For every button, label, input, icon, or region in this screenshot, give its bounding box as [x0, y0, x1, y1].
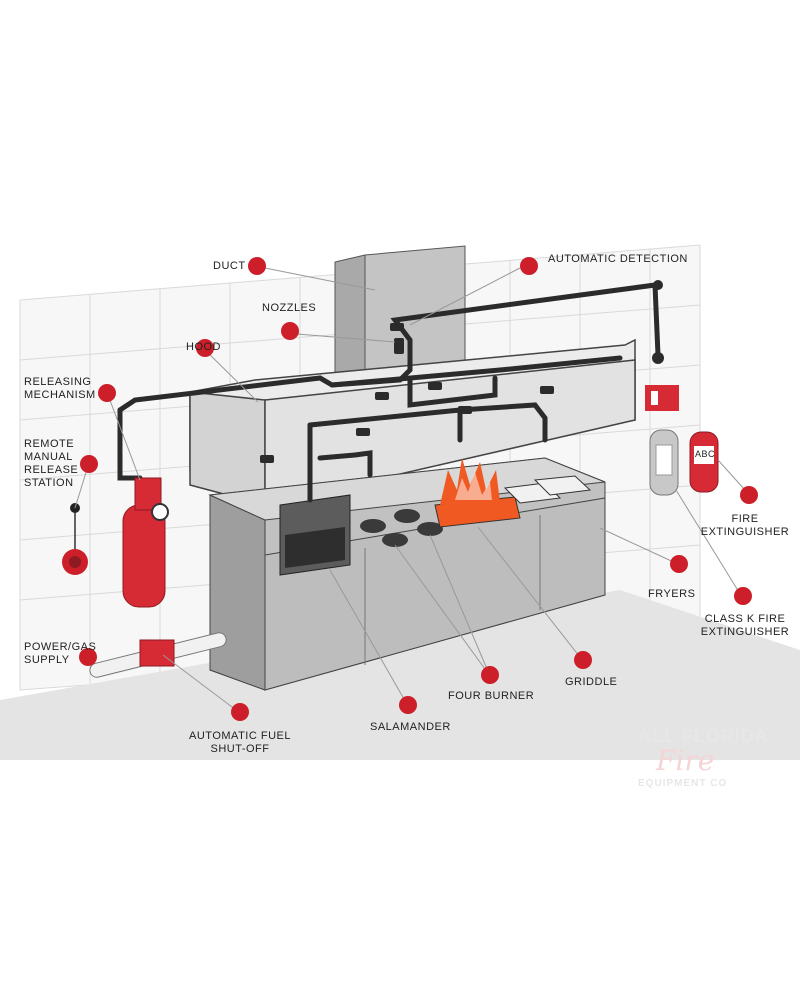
label-class-k-extinguisher: CLASS K FIRE EXTINGUISHER: [700, 613, 790, 638]
label-releasing-mechanism: RELEASING MECHANISM: [24, 376, 96, 401]
duct-marker: [248, 257, 266, 275]
fryers-marker: [670, 555, 688, 573]
label-hood: HOOD: [186, 341, 221, 353]
logo-line-3: EQUIPMENT CO: [638, 778, 728, 789]
label-automatic-detection: AUTOMATIC DETECTION: [548, 253, 688, 265]
label-automatic-fuel-shutoff: AUTOMATIC FUEL SHUT-OFF: [189, 730, 291, 755]
label-fire-extinguisher: FIRE EXTINGUISHER: [700, 513, 790, 538]
label-four-burner: FOUR BURNER: [448, 690, 535, 702]
class-k-marker: [734, 587, 752, 605]
class-k-extinguisher-shape: [649, 429, 679, 496]
label-salamander: SALAMANDER: [370, 721, 451, 733]
abc-extinguisher-shape: [689, 431, 719, 493]
automatic-detection-marker: [520, 257, 538, 275]
remote-pull-station: [62, 503, 88, 575]
label-griddle: GRIDDLE: [565, 676, 618, 688]
label-remote-manual-release: REMOTE MANUAL RELEASE STATION: [24, 438, 79, 489]
remote-release-marker: [80, 455, 98, 473]
suppression-tank: [122, 477, 169, 608]
label-power-gas-supply: POWER/GAS SUPPLY: [24, 641, 97, 666]
nozzles-marker: [281, 322, 299, 340]
hood-marker: [196, 339, 214, 357]
salamander-marker: [399, 696, 417, 714]
fire-extinguisher-marker: [740, 486, 758, 504]
label-fryers: FRYERS: [648, 588, 696, 600]
power-gas-marker: [79, 648, 97, 666]
fuel-shutoff-marker: [231, 703, 249, 721]
griddle-marker: [574, 651, 592, 669]
logo-line-2: Fire: [656, 744, 715, 777]
label-nozzles: NOZZLES: [262, 302, 317, 314]
gas-shutoff-valve: [89, 632, 227, 678]
pipe-fittings: [260, 280, 664, 463]
label-extinguisher-tag: ABC: [695, 449, 716, 459]
logo-line-1: ALL FLORIDA: [638, 726, 769, 746]
label-duct: DUCT: [213, 260, 246, 272]
four-burner-marker: [481, 666, 499, 684]
floor: [0, 590, 800, 760]
leader-lines: [74, 267, 746, 714]
releasing-mechanism-marker: [98, 384, 116, 402]
warning-sign: [645, 385, 679, 411]
company-logo: ALL FLORIDA Fire EQUIPMENT CO: [632, 726, 792, 796]
cooking-line: [208, 457, 606, 691]
